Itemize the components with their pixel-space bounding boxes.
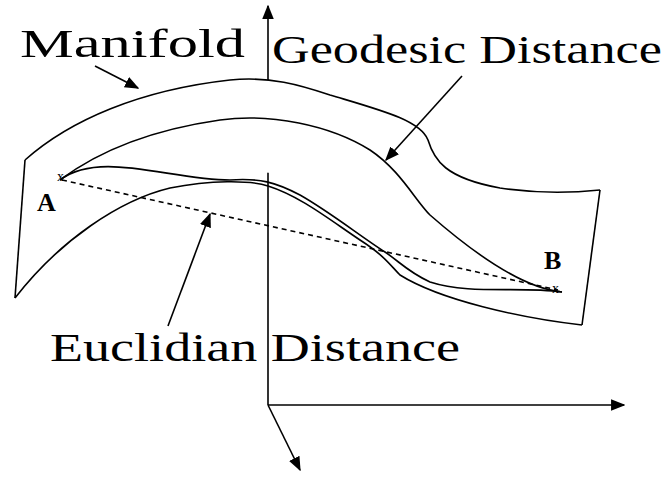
geodesic-path (60, 118, 562, 292)
euclidean-label: Euclidian Distance (50, 328, 460, 368)
y-axis (268, 405, 300, 470)
manifold-bottom-edge (15, 182, 582, 325)
manifold-label: Manifold (20, 24, 245, 64)
geodesic-label: Geodesic Distance (272, 30, 662, 70)
x-axis (268, 404, 624, 406)
leader-arrow (95, 66, 138, 88)
manifold-top-edge (25, 79, 600, 192)
leader-arrow (168, 214, 210, 326)
manifold-strip-edge (60, 167, 562, 292)
euclidean-line (62, 180, 558, 290)
point-marker: x (57, 170, 64, 184)
point-label: A (37, 190, 56, 216)
manifold-right-edge (582, 190, 600, 325)
point-marker: x (552, 282, 559, 296)
point-label: B (544, 248, 561, 274)
leader-arrow (386, 76, 462, 160)
manifold-left-edge (15, 160, 25, 298)
